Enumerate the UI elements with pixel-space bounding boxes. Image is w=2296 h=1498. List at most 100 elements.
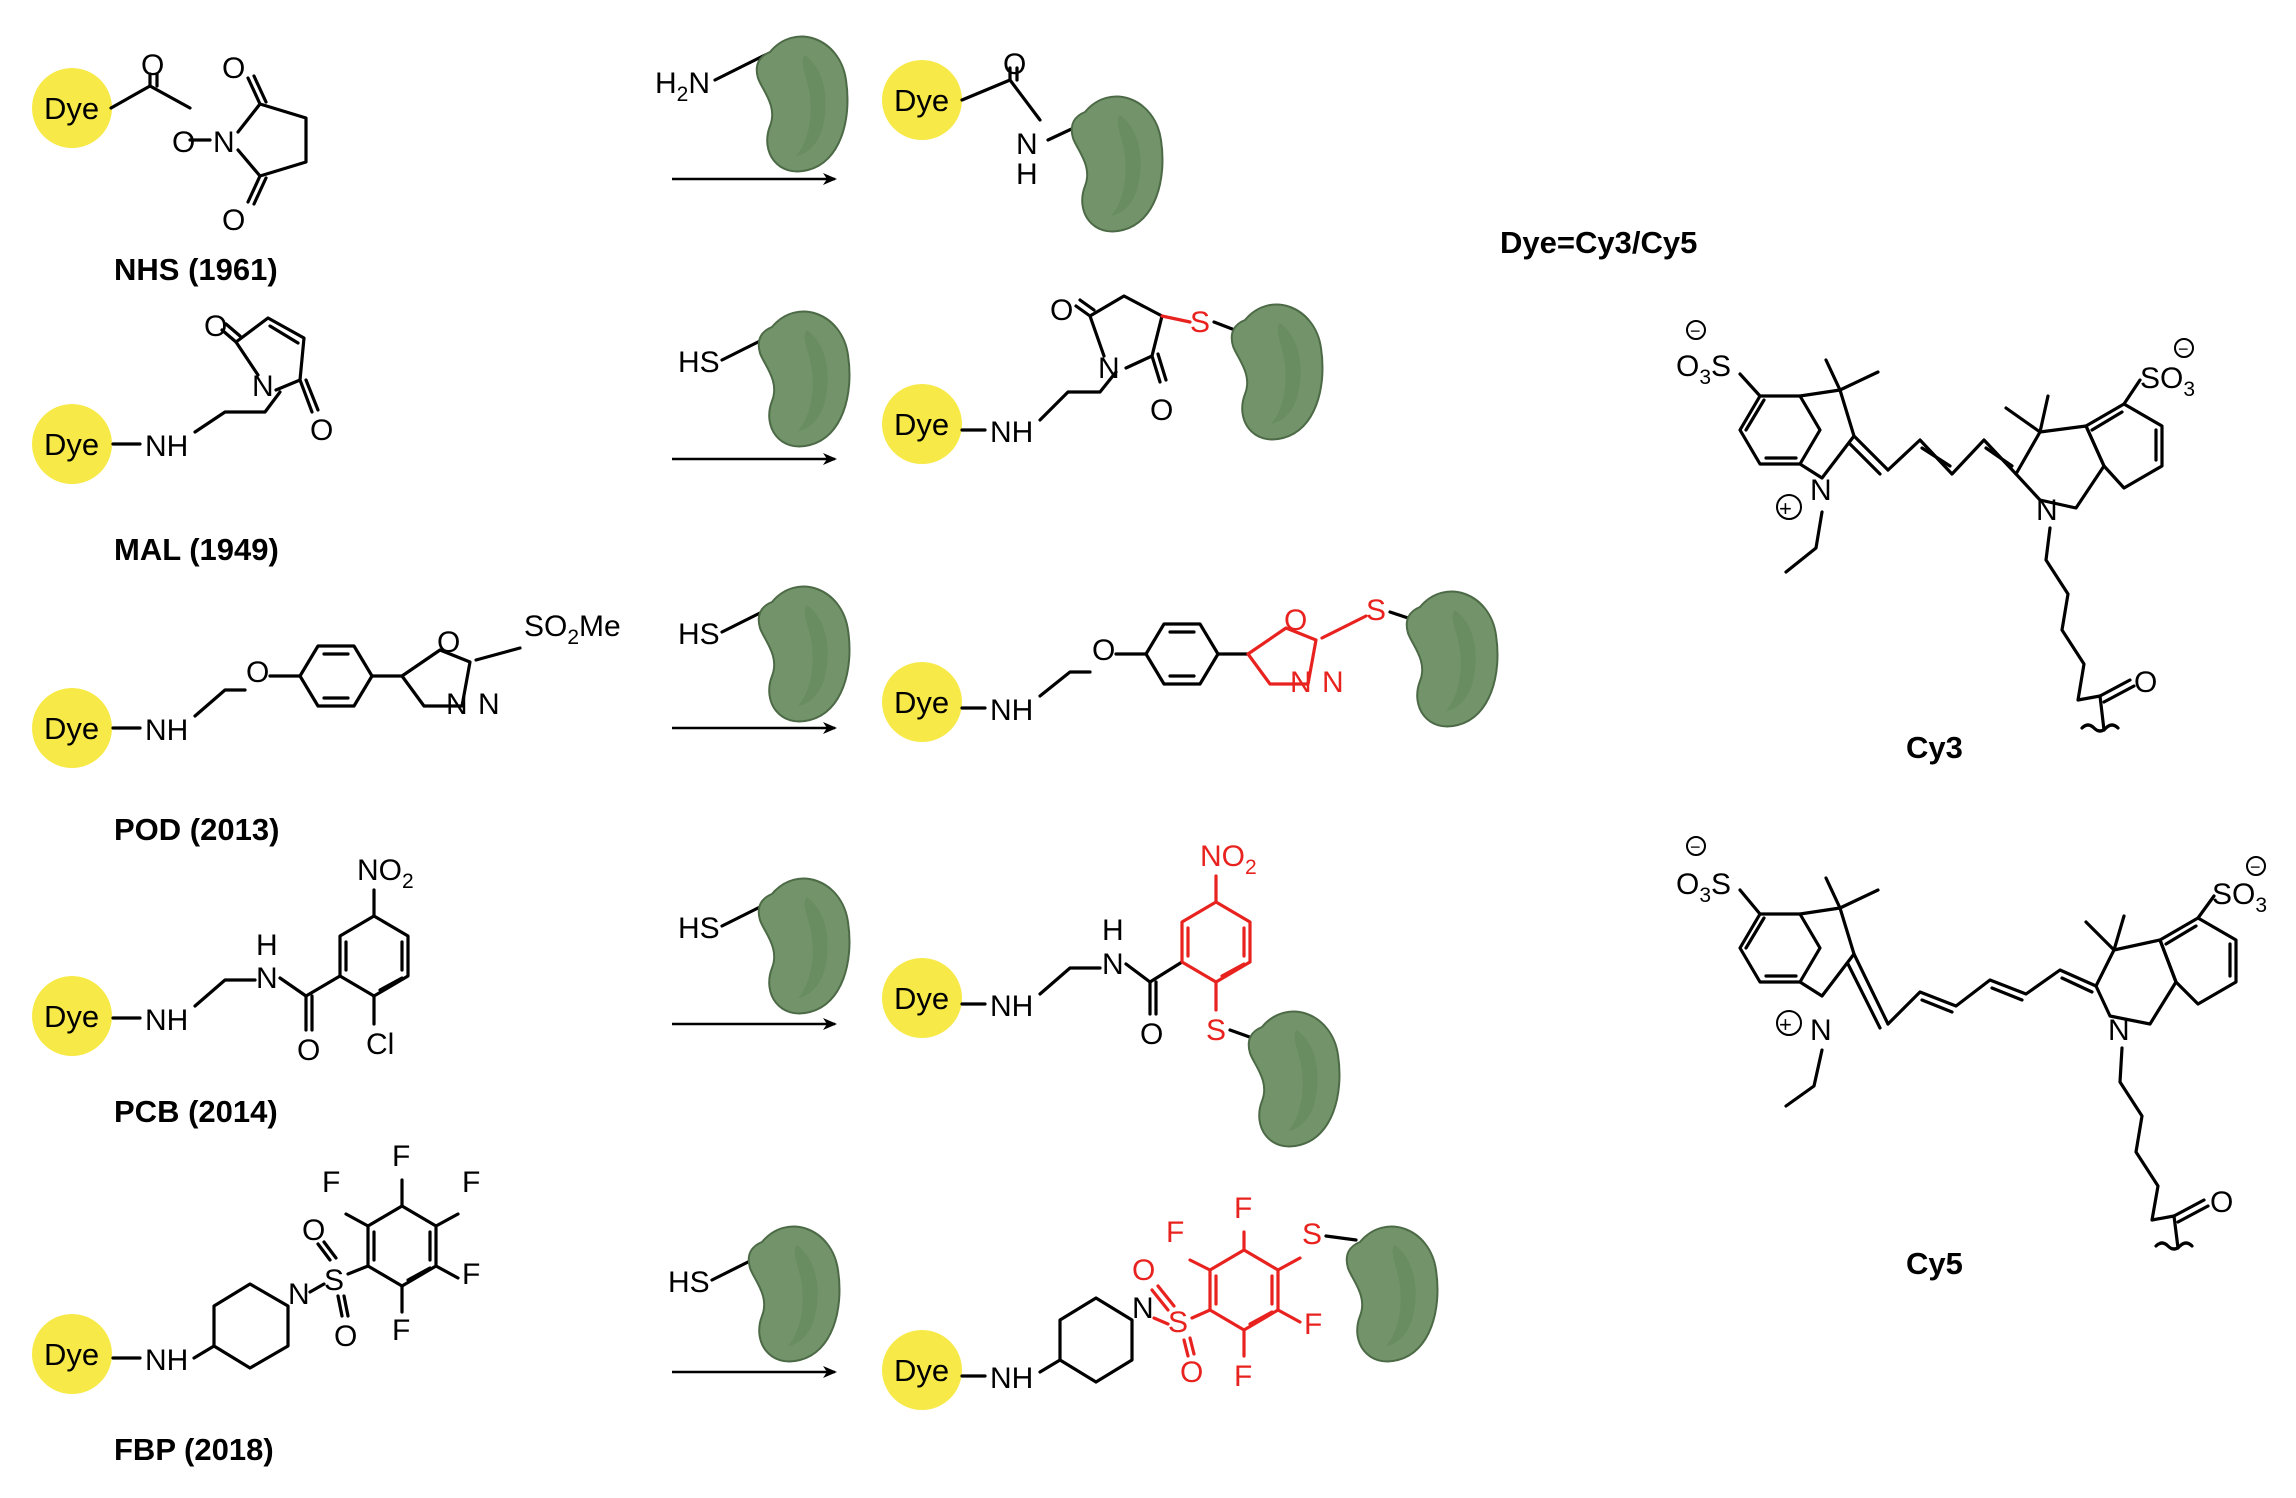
svg-text:O: O — [1140, 1018, 1163, 1051]
svg-text:NH: NH — [145, 1344, 188, 1377]
svg-text:Dye: Dye — [894, 407, 949, 442]
cy5-label: Cy5 — [1906, 1246, 1963, 1281]
svg-text:O: O — [2210, 1186, 2233, 1219]
svg-text:−: − — [1690, 321, 1701, 341]
cy3-structure: − O3S N + SO3 − N O Cy3 — [1676, 320, 2195, 765]
svg-text:O: O — [246, 656, 269, 689]
svg-text:N: N — [288, 1278, 310, 1311]
svg-text:F: F — [1304, 1308, 1322, 1341]
svg-text:−: − — [2178, 339, 2189, 359]
svg-text:F: F — [1234, 1192, 1252, 1225]
cy3-label: Cy3 — [1906, 730, 1963, 765]
svg-text:N: N — [1098, 352, 1120, 385]
svg-text:NH: NH — [990, 694, 1033, 727]
svg-text:O: O — [334, 1320, 357, 1353]
svg-text:H: H — [1102, 914, 1124, 947]
svg-text:O: O — [302, 1214, 325, 1247]
svg-text:Dye: Dye — [894, 1353, 949, 1388]
svg-text:NH: NH — [990, 416, 1033, 449]
svg-text:O: O — [204, 310, 227, 343]
svg-text:O: O — [1132, 1254, 1155, 1287]
mal-reagent: Dye NH N O O MAL (1949) — [32, 310, 333, 567]
dye-definition: Dye=Cy3/Cy5 — [1500, 225, 1697, 260]
pod-product: Dye NH O O N N S — [882, 590, 1499, 742]
svg-text:N: N — [256, 962, 278, 995]
nucleophile-h2n: H2N — [655, 67, 710, 106]
svg-text:N: N — [1810, 474, 1832, 507]
svg-text:N: N — [446, 688, 468, 721]
svg-text:N: N — [213, 126, 235, 159]
svg-text:H: H — [256, 929, 278, 962]
mal-reaction-arrow: HS — [672, 310, 851, 465]
pod-reagent: Dye NH O O N N SO2Me POD (2013) — [32, 610, 621, 847]
svg-text:NH: NH — [990, 1362, 1033, 1395]
svg-text:O: O — [1284, 604, 1307, 637]
svg-text:F: F — [1166, 1216, 1184, 1249]
fbp-product: Dye NH N S O O F F F F S — [882, 1192, 1439, 1410]
svg-text:S: S — [1168, 1306, 1188, 1339]
svg-text:+: + — [1779, 1012, 1792, 1037]
nitro-group: NO2 — [357, 854, 414, 893]
svg-text:S: S — [1206, 1014, 1226, 1047]
svg-text:F: F — [462, 1166, 480, 1199]
reagent-label-nhs: NHS (1961) — [114, 252, 278, 287]
svg-text:Dye: Dye — [894, 83, 949, 118]
svg-text:N: N — [478, 688, 500, 721]
svg-text:O: O — [1092, 634, 1115, 667]
svg-text:O: O — [1050, 294, 1073, 327]
svg-text:O3S: O3S — [1676, 350, 1731, 389]
svg-text:S: S — [1366, 594, 1386, 627]
svg-text:F: F — [392, 1314, 410, 1347]
svg-text:O: O — [172, 126, 195, 159]
svg-text:O: O — [1180, 1356, 1203, 1389]
svg-text:S: S — [1302, 1218, 1322, 1251]
mal-product: Dye NH N O O S — [882, 294, 1324, 464]
reagent-label-pod: POD (2013) — [114, 812, 279, 847]
svg-text:H: H — [1016, 158, 1038, 191]
svg-text:HS: HS — [668, 1266, 710, 1299]
svg-text:O: O — [222, 52, 245, 85]
svg-text:F: F — [322, 1166, 340, 1199]
svg-text:F: F — [462, 1258, 480, 1291]
svg-text:S: S — [324, 1264, 344, 1297]
pod-reaction-arrow: HS — [672, 585, 851, 734]
svg-text:HS: HS — [678, 618, 720, 651]
svg-text:O: O — [310, 414, 333, 447]
svg-text:HS: HS — [678, 346, 720, 379]
nhs-reagent: Dye O O N O O NHS (1961) — [32, 49, 308, 287]
reagent-label-pcb: PCB (2014) — [114, 1094, 278, 1129]
pcb-reagent: Dye NH N H O NO2 Cl PCB (2014) — [32, 854, 414, 1129]
svg-text:+: + — [1779, 496, 1792, 521]
svg-text:N: N — [252, 370, 274, 403]
cy5-structure: − O3S N + SO3 − N O Cy5 — [1676, 836, 2267, 1281]
reagent-label-fbp: FBP (2018) — [114, 1432, 274, 1467]
svg-text:O: O — [222, 204, 245, 237]
svg-text:N: N — [1102, 948, 1124, 981]
svg-text:NO2: NO2 — [1200, 840, 1257, 879]
svg-text:NH: NH — [145, 430, 188, 463]
svg-text:O: O — [141, 49, 164, 82]
svg-text:NH: NH — [990, 990, 1033, 1023]
svg-text:O: O — [1003, 48, 1026, 81]
svg-text:−: − — [1690, 837, 1701, 857]
svg-text:N: N — [1132, 1292, 1154, 1325]
svg-text:SO3: SO3 — [2212, 878, 2267, 917]
svg-text:SO3: SO3 — [2140, 362, 2195, 401]
nhs-reaction-arrow: H2N — [655, 35, 849, 185]
reagent-label-mal: MAL (1949) — [114, 532, 279, 567]
pcb-reaction-arrow: HS — [672, 877, 851, 1030]
svg-text:−: − — [2250, 857, 2261, 877]
pcb-product: Dye NH N H O NO2 S — [882, 840, 1341, 1148]
svg-text:N: N — [2036, 494, 2058, 527]
svg-text:Cl: Cl — [366, 1028, 394, 1061]
sulfonyl-methyl: SO2Me — [524, 610, 621, 649]
svg-text:Dye: Dye — [44, 711, 99, 746]
svg-text:NH: NH — [145, 714, 188, 747]
svg-text:N: N — [2108, 1014, 2130, 1047]
svg-text:Dye: Dye — [894, 981, 949, 1016]
svg-text:Dye: Dye — [44, 1337, 99, 1372]
svg-text:HS: HS — [678, 912, 720, 945]
dye-circle — [32, 68, 112, 148]
svg-text:N: N — [1322, 666, 1344, 699]
